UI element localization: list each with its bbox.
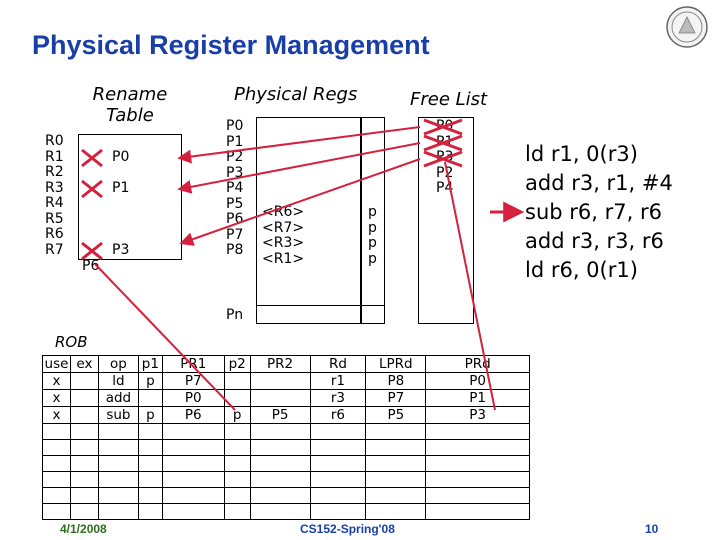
rob-header: p2 [223,355,251,373]
phys-reg-present-bits: p p p p [368,204,377,267]
slide-title: Physical Register Management [32,30,430,60]
rename-entry-r7: P6 [82,258,100,274]
footer-date: 4/1/2008 [60,522,107,536]
arch-reg-labels: R0 R1 R2 R3 R4 R5 R6 R7 [45,133,64,258]
rob-header: ex [69,355,99,373]
phys-reg-names: P0 P1 P2 P3 P4 P5 P6 P7 P8 [226,118,244,258]
table-row [42,439,530,456]
rename-strike-icon [81,148,103,261]
rob-header-row: use ex op p1 PR1 p2 PR2 Rd LPRd PRd [42,355,530,373]
table-row [42,503,530,520]
rename-table-heading: Rename Table [92,84,168,126]
phys-reg-separator [256,305,384,306]
phys-reg-value-column [256,117,362,324]
rename-entry-r6-old: P3 [112,242,130,258]
phys-reg-values: <R6> <R7> <R3> <R1> [262,204,305,267]
rob-header: LPRd [365,355,427,373]
rename-entry-r1: P0 [112,149,130,165]
rob-table: use ex op p1 PR1 p2 PR2 Rd LPRd PRd x ld… [42,355,530,520]
footer-page-number: 10 [645,522,659,536]
free-list-heading: Free List [410,89,488,110]
university-seal-icon [666,6,708,48]
phys-reg-present-column [360,117,385,324]
rename-entry-r3: P1 [112,180,130,196]
instruction-list: ld r1, 0(r3) add r3, r1, #4 sub r6, r7, … [525,142,673,282]
allocation-arrow-icon [177,126,421,246]
free-list [418,117,474,324]
table-row [42,423,530,440]
rob-label: ROB [55,333,88,351]
physical-regs-heading: Physical Regs [234,84,358,105]
footer-course: CS152-Spring'08 [300,522,395,536]
rename-table [78,134,182,260]
rob-link-arrow-icon [94,161,496,411]
free-list-strike-icon [423,118,463,168]
phys-reg-pn: Pn [226,307,244,323]
